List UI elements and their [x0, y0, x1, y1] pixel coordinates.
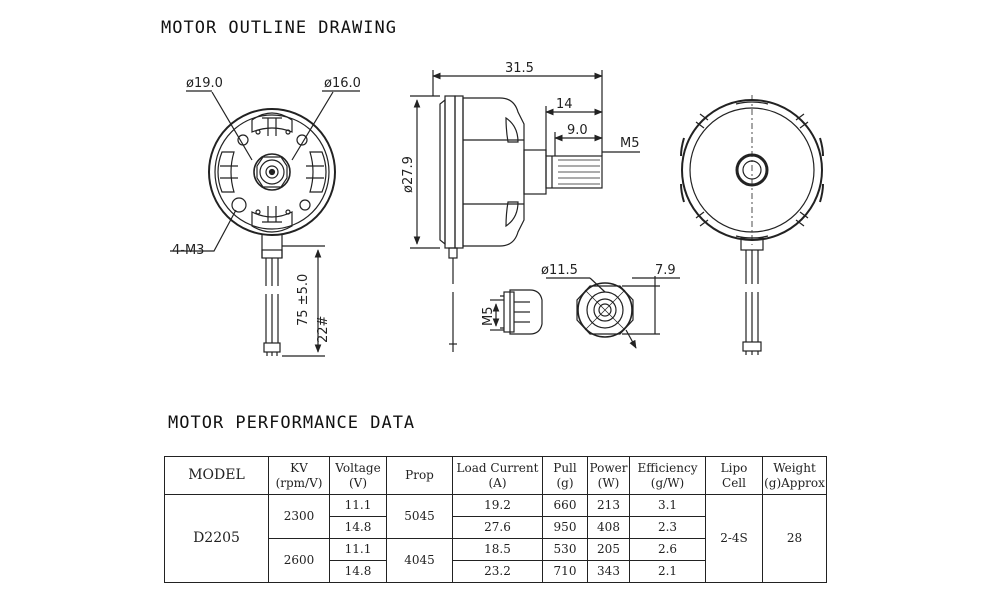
header-pull-label: Pull	[553, 460, 577, 475]
cell-voltage: 11.1	[329, 494, 387, 517]
cell-kv: 2300	[268, 494, 330, 539]
cell-current: 27.6	[452, 516, 543, 539]
dimension-shaft-14: 14	[556, 97, 573, 112]
outline-heading: MOTOR OUTLINE DRAWING	[161, 18, 397, 38]
table-row: 14.8 23.2 710 343 2.1	[165, 560, 827, 583]
prop-nut-side-view	[490, 289, 543, 335]
cell-efficiency: 2.3	[629, 516, 706, 539]
cell-lipo: 2-4S	[705, 494, 763, 583]
cell-current: 19.2	[452, 494, 543, 517]
prop-nut-front-view	[546, 276, 680, 349]
header-pull-unit: (g)	[556, 475, 574, 490]
header-pull: Pull(g)	[542, 456, 588, 495]
performance-table: MODEL KV(rpm/V) Voltage(V) Prop Load Cur…	[164, 456, 827, 583]
cell-current: 23.2	[452, 560, 543, 583]
front-view	[170, 90, 360, 357]
header-voltage-label: Voltage	[335, 460, 381, 475]
cell-pull: 950	[542, 516, 588, 539]
cell-pull: 660	[542, 494, 588, 517]
cell-weight: 28	[762, 494, 827, 583]
cell-efficiency: 2.1	[629, 560, 706, 583]
cell-prop: 4045	[386, 538, 453, 583]
cell-current: 18.5	[452, 538, 543, 561]
header-voltage-unit: (V)	[348, 475, 368, 490]
header-model: MODEL	[164, 456, 269, 495]
cell-power: 408	[587, 516, 630, 539]
cell-power: 205	[587, 538, 630, 561]
cell-power: 343	[587, 560, 630, 583]
dimension-dia-16: ø16.0	[324, 76, 361, 91]
back-view	[680, 95, 824, 355]
header-current: Load Current(A)	[452, 456, 543, 495]
header-weight-unit: (g)Approx	[764, 475, 825, 490]
header-current-label: Load Current	[456, 460, 539, 475]
dimension-nut-thread: M5	[481, 307, 496, 327]
cell-model: D2205	[164, 494, 269, 583]
table-row: 2600 11.1 4045 18.5 530 205 2.6	[165, 538, 827, 583]
table-row: 14.8 27.6 950 408 2.3	[165, 516, 827, 539]
header-power-unit: (W)	[597, 475, 620, 490]
motor-outline-drawing: ø19.0 ø16.0 4-M3 75 ±5.0 22# 31.5 14 9.0…	[170, 61, 824, 357]
header-kv-label: KV	[290, 460, 308, 475]
dimension-length-total: 31.5	[505, 61, 534, 76]
header-current-unit: (A)	[488, 475, 507, 490]
cell-voltage: 14.8	[329, 516, 387, 539]
cell-efficiency: 2.6	[629, 538, 706, 561]
header-weight-label: Weight	[773, 460, 816, 475]
dimension-shaft-9: 9.0	[567, 123, 588, 138]
table-header-row: MODEL KV(rpm/V) Voltage(V) Prop Load Cur…	[164, 456, 827, 495]
header-lipo-unit: Cell	[722, 475, 746, 490]
dimension-wire-gauge: 22#	[316, 316, 331, 343]
header-efficiency-label: Efficiency	[637, 460, 698, 475]
cell-pull: 530	[542, 538, 588, 561]
header-efficiency-unit: (g/W)	[650, 475, 685, 490]
dimension-dia-27: ø27.9	[401, 156, 416, 193]
table-row: D2205 2300 11.1 5045 19.2 660 213 3.1 2-…	[164, 494, 827, 583]
cell-voltage: 11.1	[329, 538, 387, 561]
header-power-label: Power	[589, 460, 628, 475]
cell-pull: 710	[542, 560, 588, 583]
cell-voltage: 14.8	[329, 560, 387, 583]
header-kv-unit: (rpm/V)	[275, 475, 323, 490]
cell-power: 213	[587, 494, 630, 517]
header-weight: Weight(g)Approx	[762, 456, 827, 495]
dimension-nut-dia: ø11.5	[541, 263, 578, 278]
cell-prop: 5045	[386, 494, 453, 539]
header-efficiency: Efficiency(g/W)	[629, 456, 706, 495]
header-kv: KV(rpm/V)	[268, 456, 330, 495]
dimension-lead-length: 75 ±5.0	[296, 274, 311, 326]
dimension-dia-19: ø19.0	[186, 76, 223, 91]
header-lipo-label: Lipo	[720, 460, 748, 475]
header-prop: Prop	[386, 456, 453, 495]
cell-kv: 2600	[268, 538, 330, 583]
performance-heading: MOTOR PERFORMANCE DATA	[168, 413, 416, 433]
cell-efficiency: 3.1	[629, 494, 706, 517]
header-voltage: Voltage(V)	[329, 456, 387, 495]
dimension-thread-m5: M5	[620, 136, 640, 151]
dimension-screws: 4-M3	[172, 243, 204, 258]
dimension-nut-depth: 7.9	[655, 263, 676, 278]
side-view	[410, 70, 640, 352]
header-power: Power(W)	[587, 456, 630, 495]
